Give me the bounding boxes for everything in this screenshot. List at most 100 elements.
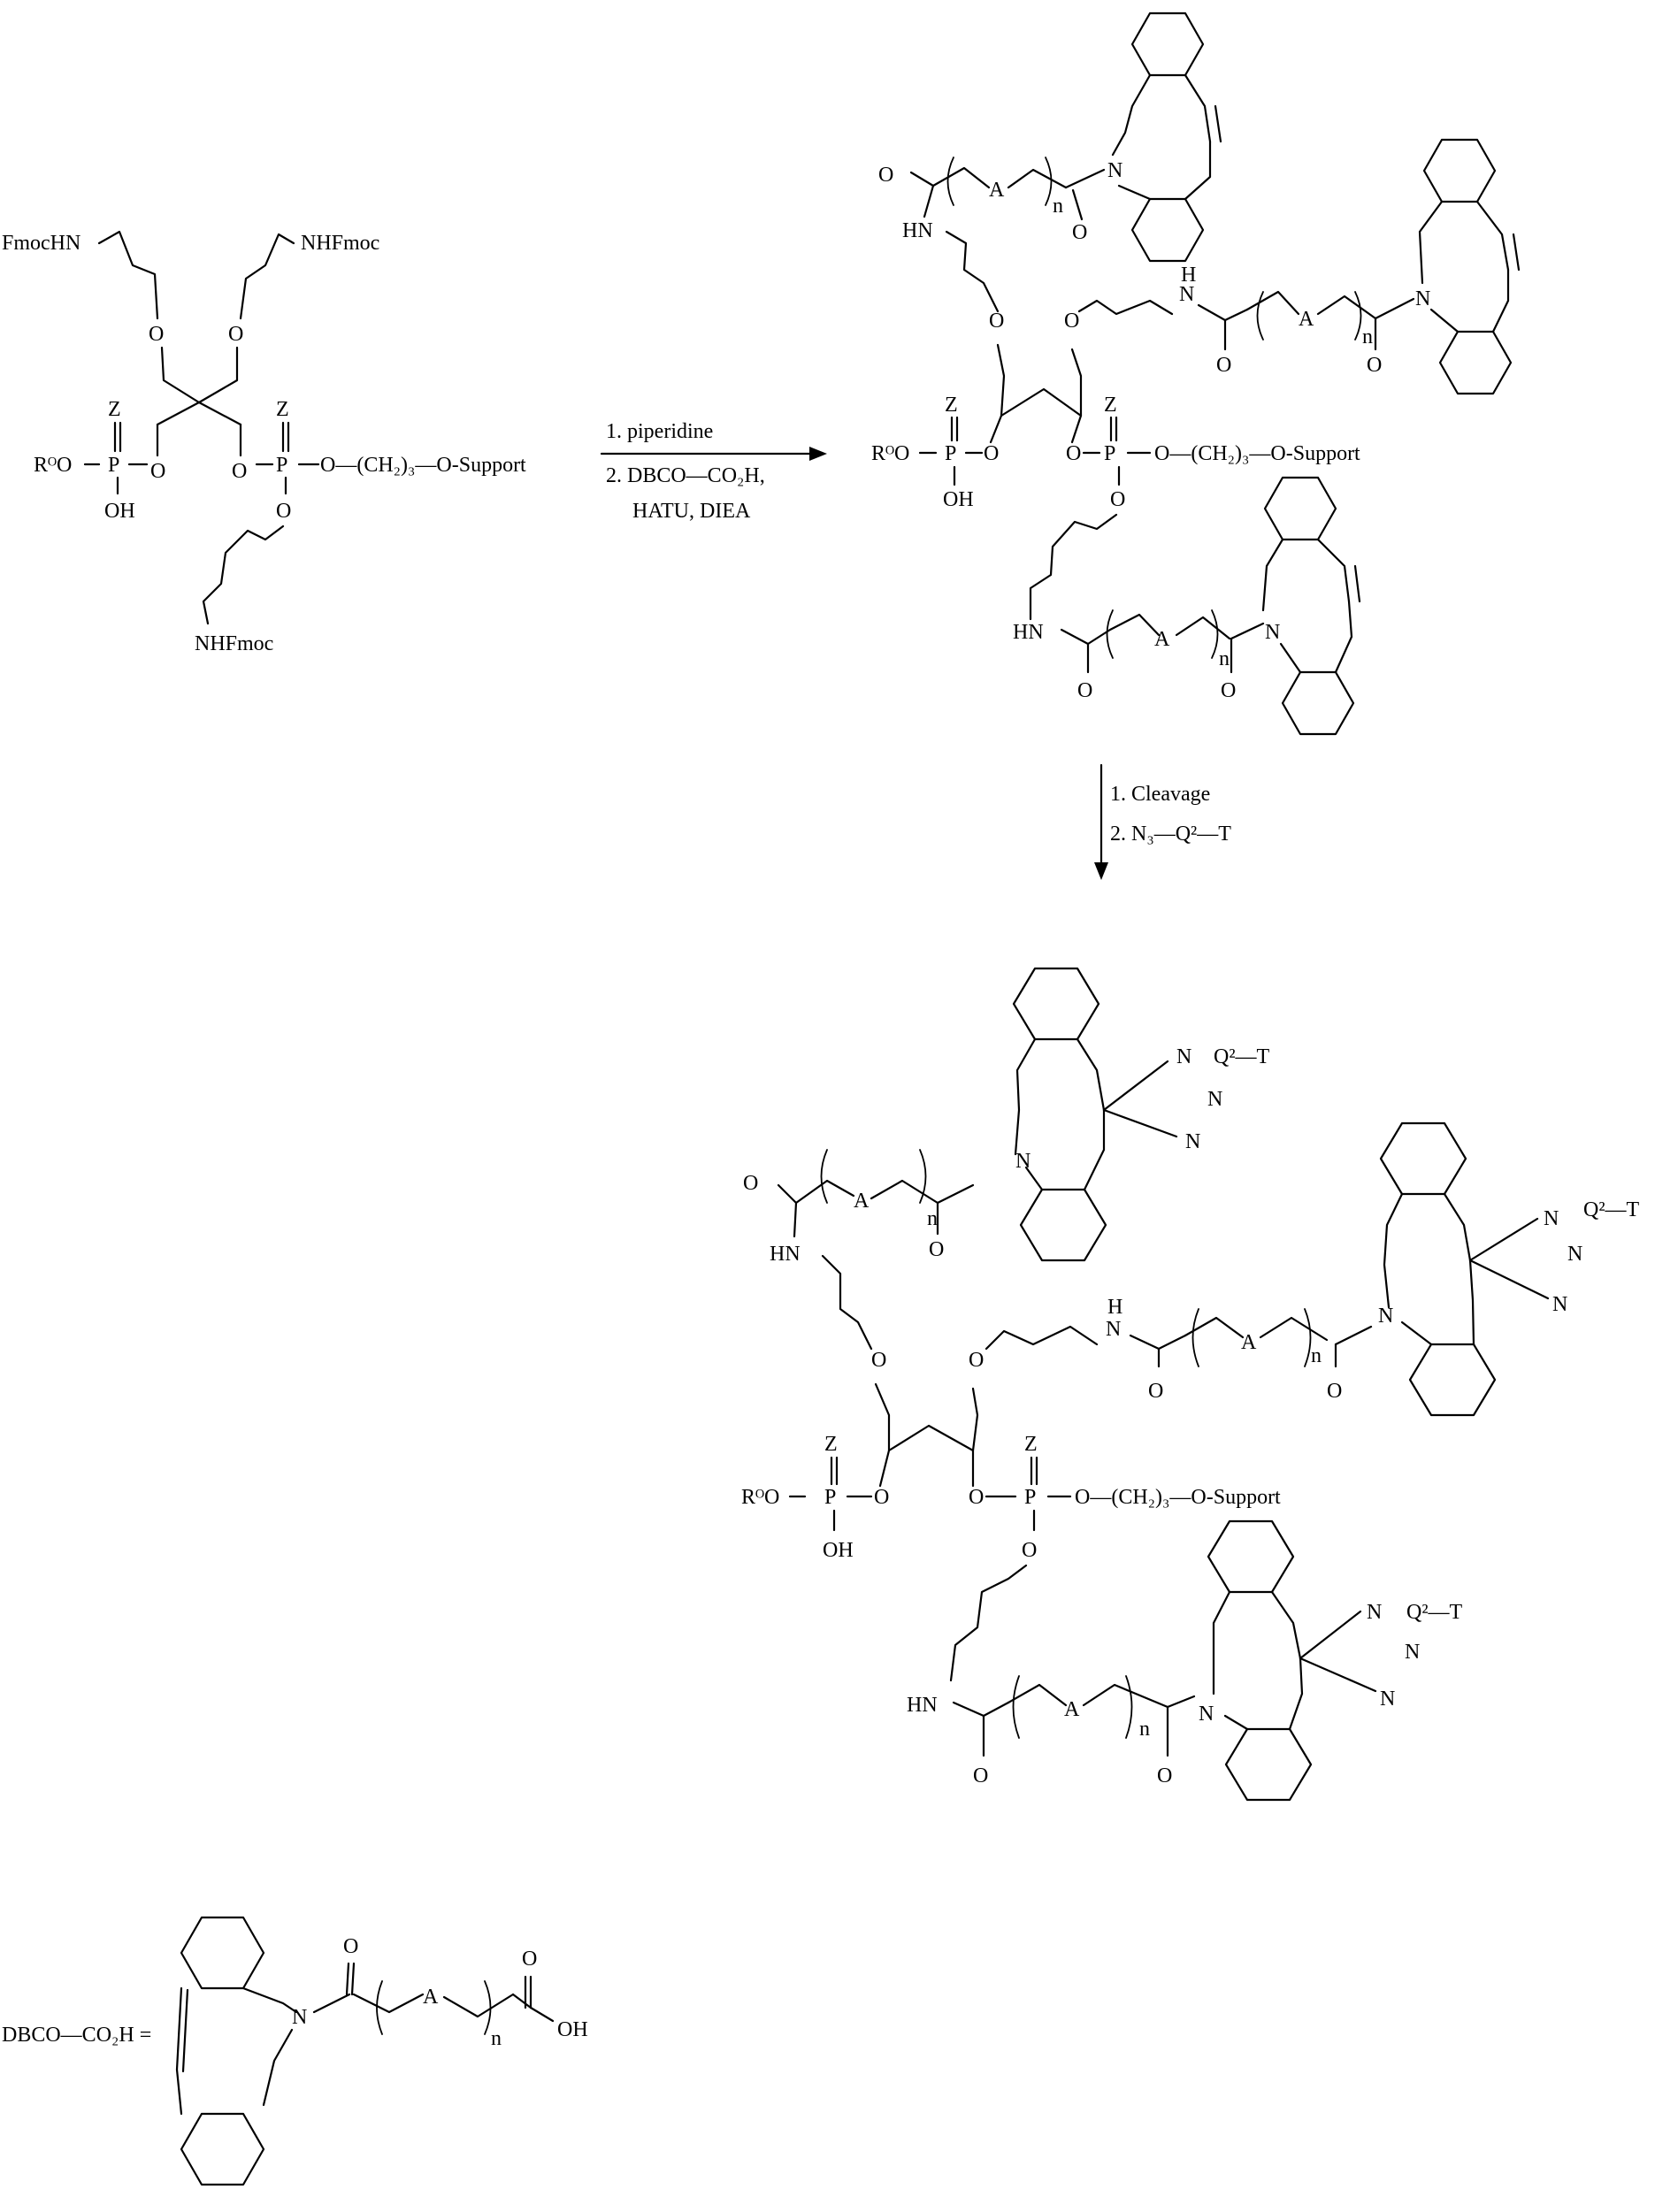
linker-a-1: A — [854, 1190, 870, 1213]
subscript-n-2: n — [1362, 325, 1373, 348]
intermediate-product: RᴼO Z P O OH O Z P O—(CH₂)₃—O-Support O … — [871, 13, 1519, 734]
amide-h-right: H — [1181, 264, 1196, 287]
linker-a-1: A — [989, 179, 1005, 202]
dbco-n-3: N — [1265, 621, 1280, 644]
definition-acid-o: O — [522, 1948, 537, 1971]
ester-o-bottom: O — [1022, 1539, 1037, 1562]
p-right: P — [276, 454, 287, 477]
p-right: P — [1104, 442, 1115, 465]
oh-left: OH — [104, 500, 135, 523]
step1-reagent-3: HATU, DIEA — [632, 500, 751, 523]
ether-o-left: O — [871, 1349, 886, 1372]
carbonyl-o-2: O — [1072, 221, 1087, 244]
z-left: Z — [824, 1433, 838, 1456]
ester-o-bottom: O — [276, 500, 291, 523]
carbonyl-o-1: O — [743, 1172, 758, 1195]
dbco-n-1: N — [1107, 159, 1122, 182]
q2t-1: Q²—T — [1214, 1045, 1270, 1068]
triazole-n-1c: N — [1185, 1130, 1200, 1153]
triazole-n-1a: N — [1176, 1045, 1191, 1068]
carbonyl-o-6: O — [1221, 679, 1236, 702]
nhfmoc-right-label: NHFmoc — [301, 232, 379, 255]
oh-left: OH — [943, 488, 974, 511]
p-left: P — [824, 1486, 836, 1509]
definition-n: N — [292, 2006, 307, 2029]
definition-lhs: DBCO—CO₂H = — [2, 2024, 151, 2047]
linker-a-3: A — [1154, 628, 1170, 651]
ester-o-bottom: O — [1110, 488, 1125, 511]
definition-linker-a: A — [423, 1986, 439, 2009]
triazole-n-3c: N — [1380, 1688, 1395, 1711]
dbco-definition: DBCO—CO₂H = N O A n O OH — [2, 1917, 588, 2185]
z-right: Z — [1024, 1433, 1038, 1456]
step1-reagent-2: 2. DBCO—CO₂H, — [606, 464, 765, 487]
carbonyl-o-6: O — [1157, 1764, 1172, 1787]
arrowhead-down — [1094, 862, 1108, 880]
subscript-n-2: n — [1311, 1344, 1322, 1367]
triazole-n-3b: N — [1405, 1641, 1420, 1664]
carbonyl-o-5: O — [1077, 679, 1092, 702]
dbco-n-3: N — [1199, 1703, 1214, 1726]
subscript-n-3: n — [1139, 1718, 1150, 1741]
amide-n-right: N — [1106, 1318, 1121, 1341]
chain-label: O—(CH₂)₃—O-Support — [1075, 1486, 1281, 1509]
carbonyl-o-3: O — [1216, 354, 1231, 377]
definition-carbonyl-o: O — [343, 1935, 358, 1958]
carbonyl-o-1: O — [878, 164, 893, 187]
carbonyl-o-4: O — [1367, 354, 1382, 377]
definition-oh: OH — [557, 2018, 588, 2041]
z-left: Z — [108, 398, 121, 421]
amide-hn-left: HN — [902, 219, 933, 242]
triazole-n-3a: N — [1367, 1601, 1382, 1624]
dbco-n-2: N — [1378, 1305, 1393, 1328]
step2-reagent-1: 1. Cleavage — [1110, 783, 1210, 806]
ether-o-right: O — [228, 323, 243, 346]
amide-hn-bottom: HN — [1013, 621, 1044, 644]
starting-material: FmocHN O NHFmoc O O O RᴼO Z P OH Z P O—(… — [2, 232, 526, 655]
carbonyl-o-3: O — [1148, 1380, 1163, 1403]
z-right: Z — [1104, 394, 1117, 417]
definition-subscript-n: n — [491, 2027, 502, 2050]
p-left: P — [945, 442, 956, 465]
ester-o-left: O — [150, 460, 165, 483]
ether-o-right: O — [969, 1349, 984, 1372]
triazole-n-2a: N — [1544, 1207, 1559, 1230]
carbonyl-o-4: O — [1327, 1380, 1342, 1403]
ro-group: RᴼO — [871, 442, 909, 465]
chain-label: O—(CH₂)₃—O-Support — [1154, 442, 1360, 465]
step1-reagent-1: 1. piperidine — [606, 420, 713, 443]
triazole-n-2c: N — [1552, 1293, 1567, 1316]
ester-o-left: O — [984, 442, 999, 465]
subscript-n-1: n — [927, 1207, 938, 1230]
ester-o-left: O — [874, 1486, 889, 1509]
start-chain: O—(CH₂)₃—O-Support — [320, 454, 526, 477]
carbonyl-o-5: O — [973, 1764, 988, 1787]
ester-o-right: O — [232, 460, 247, 483]
linker-a-2: A — [1299, 308, 1314, 331]
amide-h-right: H — [1107, 1296, 1122, 1319]
dbco-n-2: N — [1415, 287, 1430, 310]
linker-a-2: A — [1241, 1331, 1257, 1354]
ro-group: RᴼO — [34, 454, 72, 477]
ester-o-right: O — [969, 1486, 984, 1509]
subscript-n-1: n — [1053, 195, 1063, 218]
reaction-arrow-1: 1. piperidine 2. DBCO—CO₂H, HATU, DIEA — [601, 420, 827, 523]
step2-reagent-2: 2. N₃—Q²—T — [1110, 823, 1231, 846]
triazole-n-2b: N — [1567, 1243, 1582, 1266]
q2t-2: Q²—T — [1583, 1198, 1640, 1221]
ester-o-right: O — [1066, 442, 1081, 465]
linker-a-3: A — [1064, 1698, 1080, 1721]
nhfmoc-bottom-label: NHFmoc — [195, 632, 273, 655]
arrowhead-right — [809, 447, 827, 461]
final-product: RᴼO Z P O OH O Z P O—(CH₂)₃—O-Support O … — [741, 968, 1640, 1800]
subscript-n-3: n — [1219, 647, 1230, 670]
ether-o-left: O — [149, 323, 164, 346]
ro-group: RᴼO — [741, 1486, 779, 1509]
fmochn-label: FmocHN — [2, 232, 80, 255]
z-right: Z — [276, 398, 289, 421]
ether-o-left: O — [989, 310, 1004, 333]
p-left: P — [108, 454, 119, 477]
oh-left: OH — [823, 1539, 854, 1562]
amide-hn-bottom: HN — [907, 1694, 938, 1717]
